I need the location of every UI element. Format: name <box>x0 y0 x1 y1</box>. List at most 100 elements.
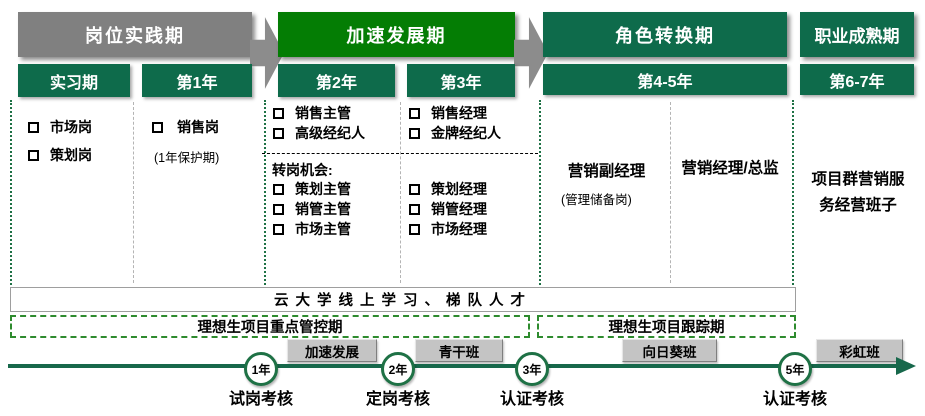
list-item: 销售岗 <box>152 118 219 136</box>
stage-header-transition: 角色转换期 <box>543 12 787 57</box>
training-band: 云大学线上学习、梯队人才 <box>10 287 796 312</box>
checkbox-icon <box>273 183 284 195</box>
job-label: 销管经理 <box>431 201 487 217</box>
class-box-accelerate: 加速发展 <box>287 339 377 362</box>
class-box-label: 彩虹班 <box>839 344 880 360</box>
class-box-rainbow: 彩虹班 <box>816 339 903 362</box>
column-divider <box>133 102 134 283</box>
stage-header-accelerate-label: 加速发展期 <box>346 25 447 46</box>
list-item: 销管主管 <box>273 200 351 218</box>
timeline-axis <box>8 364 901 368</box>
period-header-year2: 第2年 <box>278 64 395 97</box>
checkbox-icon <box>273 223 284 235</box>
job-label: 市场主管 <box>295 221 351 237</box>
period-header-year3: 第3年 <box>407 64 515 97</box>
job-label: 销管主管 <box>295 201 351 217</box>
milestone-label-cert1: 认证考核 <box>499 391 564 408</box>
milestone-label-cert2: 认证考核 <box>762 391 827 408</box>
period-header-year1: 第1年 <box>142 64 252 97</box>
list-item: 策划岗 <box>28 146 92 164</box>
list-item: 市场岗 <box>28 118 92 136</box>
milestone-year: 3年 <box>522 362 542 377</box>
job-label: 市场经理 <box>431 221 487 237</box>
column-divider <box>670 102 671 283</box>
class-box-label: 向日葵班 <box>642 344 697 360</box>
job-label: 销售岗 <box>177 119 219 135</box>
tracking-period-label: 理想生项目跟踪期 <box>608 320 725 336</box>
stage-header-practice-label: 岗位实践期 <box>85 25 185 46</box>
arrowhead-icon <box>896 357 916 375</box>
period-header-year67: 第6-7年 <box>800 64 914 95</box>
control-period-band: 理想生项目重点管控期 <box>10 315 530 338</box>
transfer-title: 转岗机会: <box>272 162 333 178</box>
stage-header-mature: 职业成熟期 <box>800 12 914 57</box>
checkbox-icon <box>409 203 420 215</box>
job-label: 销售经理 <box>431 105 487 121</box>
role-manager-director: 营销经理/总监 <box>681 160 779 177</box>
job-label: 策划经理 <box>431 181 487 197</box>
checkbox-icon <box>273 107 284 119</box>
period-header-year45: 第4-5年 <box>543 64 787 95</box>
checkbox-icon <box>409 183 420 195</box>
job-label: 高级经纪人 <box>295 125 365 141</box>
list-item: 策划经理 <box>409 180 487 198</box>
milestone-label-trial: 试岗考核 <box>228 391 293 408</box>
milestone-year: 2年 <box>388 362 408 377</box>
milestone-circle-year2: 2年 <box>381 352 415 386</box>
period-header-intern: 实习期 <box>18 64 130 97</box>
stage-header-mature-label: 职业成熟期 <box>814 27 900 46</box>
dotted-border-mid3 <box>792 100 794 285</box>
class-box-qingan: 青干班 <box>415 339 503 362</box>
control-period-label: 理想生项目重点管控期 <box>197 320 343 336</box>
checkbox-icon <box>273 127 284 139</box>
job-label: 市场岗 <box>50 119 92 135</box>
dotted-border-left <box>10 100 12 285</box>
job-label: 策划主管 <box>295 181 351 197</box>
checkbox-icon <box>273 203 284 215</box>
transfer-divider <box>262 153 538 154</box>
list-item: 高级经纪人 <box>273 124 365 142</box>
column-divider <box>400 102 401 283</box>
protection-note: (1年保护期) <box>154 151 220 165</box>
period-header-year3-label: 第3年 <box>440 74 482 92</box>
period-header-year1-label: 第1年 <box>176 74 218 92</box>
list-item: 销管经理 <box>409 200 487 218</box>
milestone-circle-year3: 3年 <box>515 352 549 386</box>
list-item: 策划主管 <box>273 180 351 198</box>
checkbox-icon <box>28 121 39 133</box>
list-item: 金牌经纪人 <box>409 124 501 142</box>
role-project-group-line1: 项目群营销服 <box>811 171 905 188</box>
dotted-border-mid2 <box>539 100 541 285</box>
period-header-year2-label: 第2年 <box>316 74 357 92</box>
list-item: 市场主管 <box>273 220 351 238</box>
stage-header-practice: 岗位实践期 <box>18 12 252 57</box>
tracking-period-band: 理想生项目跟踪期 <box>537 315 796 338</box>
job-label: 销售主管 <box>295 105 351 121</box>
period-header-year45-label: 第4-5年 <box>637 73 693 91</box>
list-item: 销售主管 <box>273 104 351 122</box>
milestone-circle-year1: 1年 <box>244 352 278 386</box>
class-box-sunflower: 向日葵班 <box>622 339 717 362</box>
class-box-label: 青干班 <box>438 344 480 360</box>
class-box-label: 加速发展 <box>305 344 359 360</box>
job-label: 金牌经纪人 <box>431 125 501 141</box>
role-deputy-manager: 营销副经理 <box>567 163 646 180</box>
checkbox-icon <box>409 223 420 235</box>
checkbox-icon <box>28 149 39 161</box>
dotted-border-mid1 <box>264 100 266 285</box>
milestone-circle-year5: 5年 <box>778 352 812 386</box>
reserve-note: (管理储备岗) <box>561 193 632 207</box>
list-item: 销售经理 <box>409 104 487 122</box>
period-header-year67-label: 第6-7年 <box>829 73 885 91</box>
milestone-year: 5年 <box>785 362 805 377</box>
role-project-group-line2: 务经营班子 <box>819 197 897 214</box>
checkbox-icon <box>152 121 163 133</box>
milestone-label-confirm: 定岗考核 <box>365 391 430 408</box>
milestone-year: 1年 <box>251 362 271 377</box>
checkbox-icon <box>409 127 420 139</box>
checkbox-icon <box>409 107 420 119</box>
list-item: 市场经理 <box>409 220 487 238</box>
stage-header-accelerate: 加速发展期 <box>278 12 515 57</box>
job-label: 策划岗 <box>50 147 92 163</box>
